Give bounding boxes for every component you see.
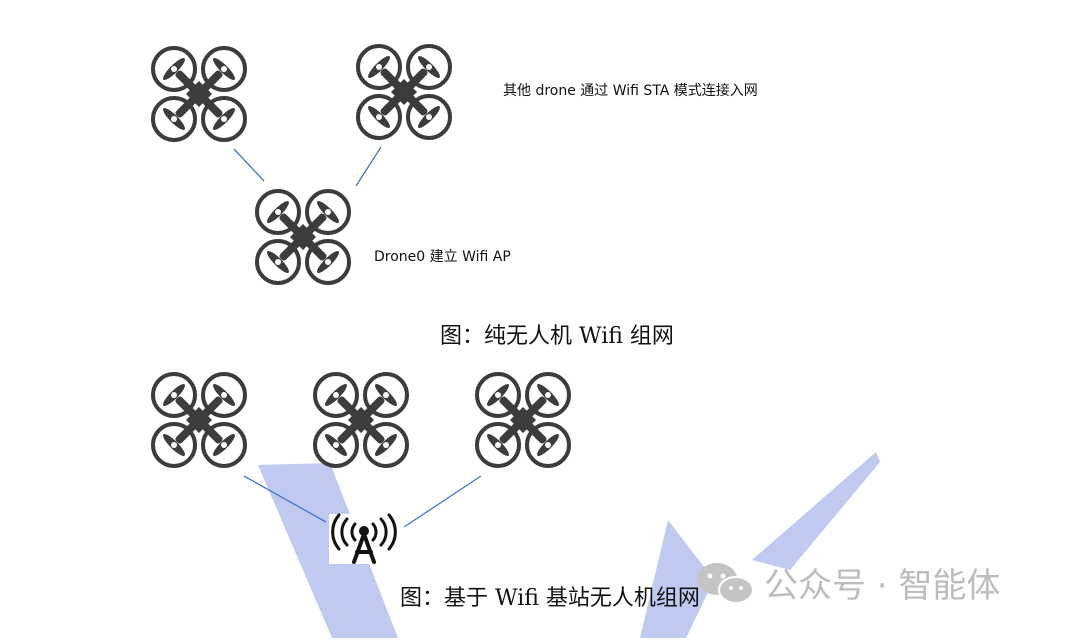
watermark: 公众号 · 智能体 <box>694 558 1000 607</box>
watermark-shape-right <box>640 520 714 638</box>
link-drone-1-to-drone0 <box>233 148 265 182</box>
watermark-text: 公众号 · 智能体 <box>764 566 1001 606</box>
sta-mode-label: 其他 drone 通过 Wifi STA 模式连接入网 <box>503 83 758 99</box>
link-drone-left-to-base-station <box>243 475 327 523</box>
drone-icon-bottom-right <box>475 372 571 468</box>
caption-pure-drone-wifi: 图：纯无人机 Wifi 组网 <box>440 324 674 349</box>
link-drone-right-to-base-station <box>403 475 482 528</box>
drone0-icon <box>255 189 351 285</box>
link-drone-2-to-drone0 <box>355 146 382 187</box>
drone-icon-top-left <box>151 46 247 142</box>
watermark-shape-left <box>258 463 398 638</box>
drone-icon-bottom-left <box>151 372 247 468</box>
wechat-icon <box>697 562 754 604</box>
watermark-shape-right-arm <box>752 452 880 570</box>
drone-icon-bottom-middle <box>313 372 409 468</box>
drone-icon-top-right <box>356 44 452 140</box>
caption-base-station-wifi: 图：基于 Wifi 基站无人机组网 <box>400 586 700 611</box>
wifi-base-station-icon <box>329 513 399 564</box>
drone0-ap-label: Drone0 建立 Wifi AP <box>374 249 511 265</box>
